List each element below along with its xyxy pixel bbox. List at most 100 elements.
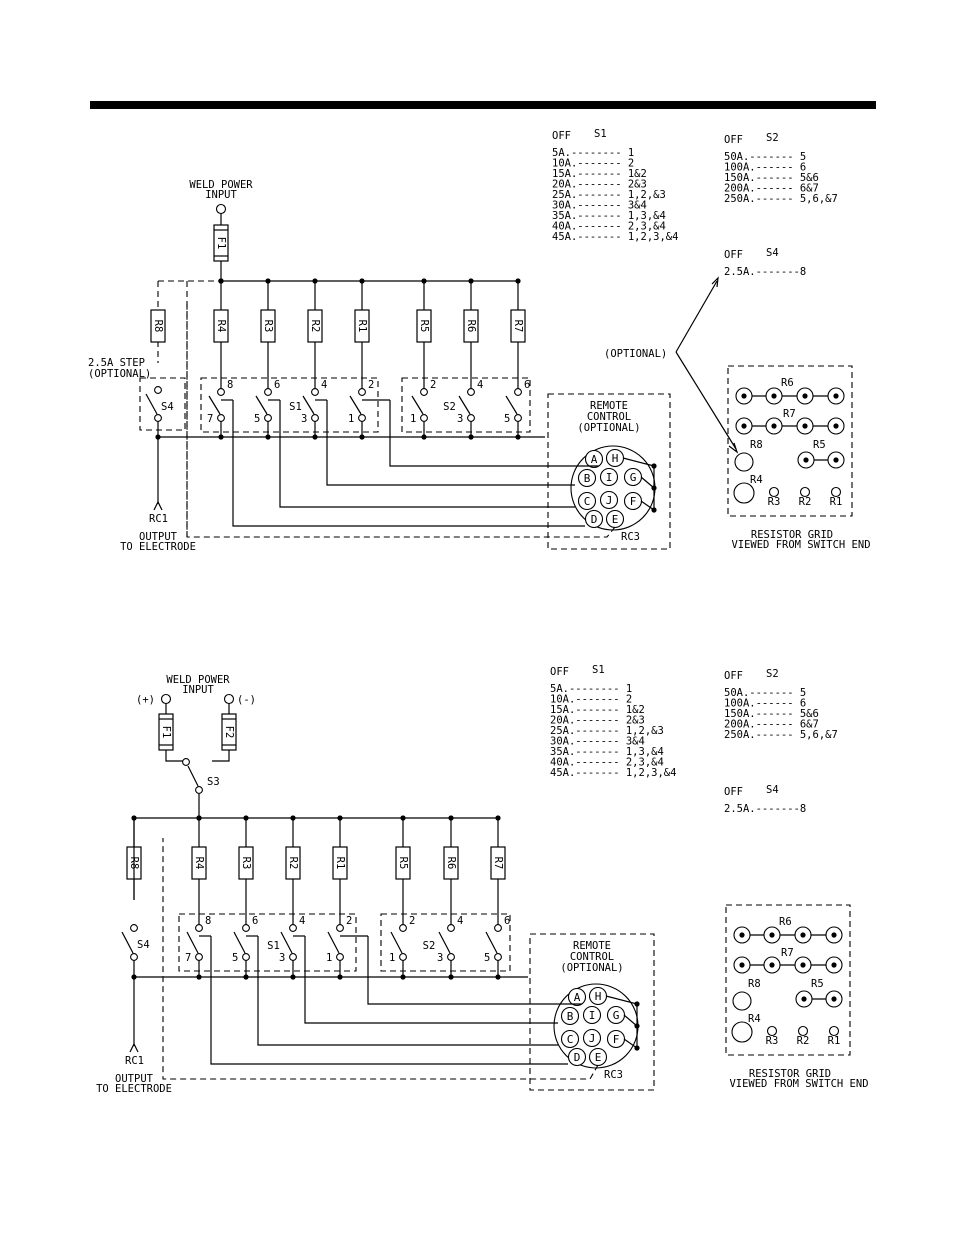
switch-s2-bottom-term: 1 (389, 952, 395, 964)
resistor-r4-label: R4 (215, 320, 227, 333)
grid-stud-small (828, 1025, 840, 1037)
pin-a-label: A (591, 453, 598, 466)
table-s1-row-3: 20A.------- 2&3 (550, 715, 645, 727)
pin-d (584, 509, 604, 529)
pin-f-label: F (630, 495, 637, 508)
switch-s2-enclosure (380, 913, 511, 972)
resistor-r3-label: R3 (240, 857, 252, 870)
pin-c (577, 491, 597, 511)
polarity-positive: (+) (136, 694, 155, 706)
resistor-r3-bus-dot (265, 278, 271, 284)
pin-e-label: E (612, 513, 619, 526)
grid-stud-center (771, 423, 777, 429)
switch-s1-3-top-terminal (289, 924, 297, 932)
switch-s4-top-terminal (130, 924, 138, 932)
switch-s2-2-top-terminal (447, 924, 455, 932)
resistor-r1-body (332, 846, 348, 880)
switch-s1-bottom-term: 7 (207, 413, 213, 425)
wire (623, 1014, 638, 1027)
remote-return-dashed (186, 301, 616, 538)
grid-stud-center (833, 457, 839, 463)
grid-stud-small (830, 486, 842, 498)
arrow-head (728, 442, 739, 454)
remote-label: (OPTIONAL) (560, 962, 623, 974)
power-input-terminal (215, 203, 227, 215)
resistor-r5-body (395, 846, 411, 880)
resistor-r3-label: R3 (262, 320, 274, 333)
grid-label-r5: R5 (811, 978, 824, 990)
switch-s1-2-top-terminal (242, 924, 250, 932)
switch-s1-2-blade (255, 395, 268, 415)
switch-s1-4-top-terminal (358, 388, 366, 396)
grid-label-r7: R7 (781, 947, 794, 959)
switch-s4-bottom-terminal (130, 953, 138, 961)
arrow-head (711, 276, 719, 288)
switch-s2-bottom-term: 5 (504, 413, 510, 425)
switch-s1-4-bottom-terminal (358, 414, 366, 422)
rc1-connector-icon (153, 500, 163, 511)
grid-label-small: R2 (799, 496, 812, 508)
table-s1-row-6: 35A.------- 1,3,&4 (552, 210, 666, 222)
grid-stud-r4 (733, 482, 755, 504)
table-s1-row-5: 30A.------- 3&4 (552, 200, 647, 212)
pin-b-label: B (567, 1010, 574, 1023)
table-s2-row-4: 250A.------ 5,6,&7 (724, 193, 838, 205)
resistor-r2-body (307, 309, 323, 343)
pin-i (582, 1005, 602, 1025)
resistor-r6-label: R6 (465, 320, 477, 333)
switch-s2-top-term: 2 (430, 379, 436, 391)
table-s4-switch: S4 (766, 784, 779, 796)
grid-stud-center (833, 393, 839, 399)
wire (640, 500, 655, 511)
grid-caption: VIEWED FROM SWITCH END (731, 539, 870, 551)
resistor-r2-label: R2 (309, 320, 321, 333)
table-s1-row-3: 20A.------- 2&3 (552, 179, 647, 191)
resistor-grid-enclosure (725, 904, 851, 1056)
switch-s4-enclosure (139, 377, 186, 431)
optional-arrow (675, 280, 718, 353)
resistor-r4-label: R4 (193, 857, 205, 870)
grid-stud-r8 (732, 991, 752, 1011)
resistor-r2-bus-dot (290, 815, 296, 821)
switch-s3-input-terminal (182, 758, 190, 766)
remote-control-wire (326, 400, 575, 486)
table-s1-off: OFF (550, 666, 569, 678)
wire (165, 750, 183, 762)
rc1-label: RC1 (125, 1055, 144, 1067)
pin-j (582, 1028, 602, 1048)
weld-power-label: WELD POWER (166, 674, 230, 686)
remote-control-wire (257, 936, 558, 1046)
grid-caption: RESISTOR GRID (749, 1068, 831, 1080)
pin-a (584, 449, 604, 469)
resistor-r7-label: R7 (492, 857, 504, 870)
resistor-r2-bus-dot (312, 278, 318, 284)
resistor-r7-bus-dot (515, 278, 521, 284)
resistor-r8-body (150, 309, 166, 343)
grid-label-r8: R8 (748, 978, 761, 990)
weld-power-label: WELD POWER (189, 179, 253, 191)
grid-stud-center (802, 393, 808, 399)
grid-label-small: R3 (768, 496, 781, 508)
switch-s1-1-bottom-terminal (195, 953, 203, 961)
rc1-connector-icon (129, 1042, 139, 1053)
table-s4-off: OFF (724, 786, 743, 798)
pin-d-label: D (591, 513, 598, 526)
table-s2-row-0: 50A.------- 5 (724, 151, 806, 163)
grid-label-r5: R5 (813, 439, 826, 451)
resistor-r8-label: R8 (152, 320, 164, 333)
wire (623, 1038, 638, 1049)
switch-s3-label: S3 (207, 776, 220, 788)
grid-stud-center (833, 423, 839, 429)
table-s1-switch: S1 (592, 664, 605, 676)
table-s1-row-7: 40A.------- 2,3,&4 (552, 221, 666, 233)
wire (605, 995, 638, 1005)
resistor-r3-bus-dot (243, 815, 249, 821)
resistor-r3-body (238, 846, 254, 880)
optional-arrow (675, 351, 737, 450)
table-s1-row-8: 45A.------- 1,2,3,&4 (550, 767, 676, 779)
grid-label-small: R1 (830, 496, 843, 508)
resistor-r1-label: R1 (334, 857, 346, 870)
resistor-r5-label: R5 (397, 857, 409, 870)
pin-i (599, 467, 619, 487)
